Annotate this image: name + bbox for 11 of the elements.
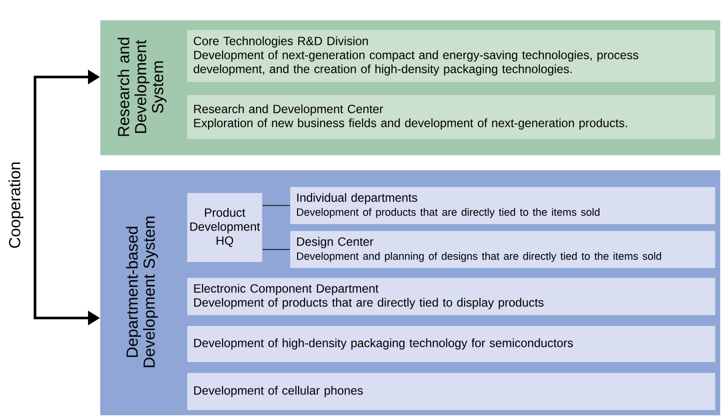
unit-box: Development of high-density packaging technology for semiconductors — [187, 326, 716, 362]
connector-line — [262, 249, 290, 250]
unit-box: Development of cellular phones — [187, 373, 716, 410]
unit-box: Product Development HQ — [187, 193, 262, 262]
unit-box: Core Technologies R&D Division Development of next-generation compact and energy-saving technologies, process development, and the creation of high-density packaging technologies. — [187, 30, 716, 82]
connector-line — [262, 205, 290, 206]
unit-box: Research and Development Center Exploration of new business fields and development of next-generation products. — [187, 95, 716, 139]
unit-box: Design Center Development and planning of designs that are directly tied to the items sold — [290, 231, 716, 268]
unit-box: Electronic Component Department Development of products that are directly tied to display products — [187, 278, 716, 316]
edge-label: Cooperation — [8, 162, 24, 248]
unit-box: Individual departments Development of products that are directly tied to the items sold — [290, 187, 716, 224]
